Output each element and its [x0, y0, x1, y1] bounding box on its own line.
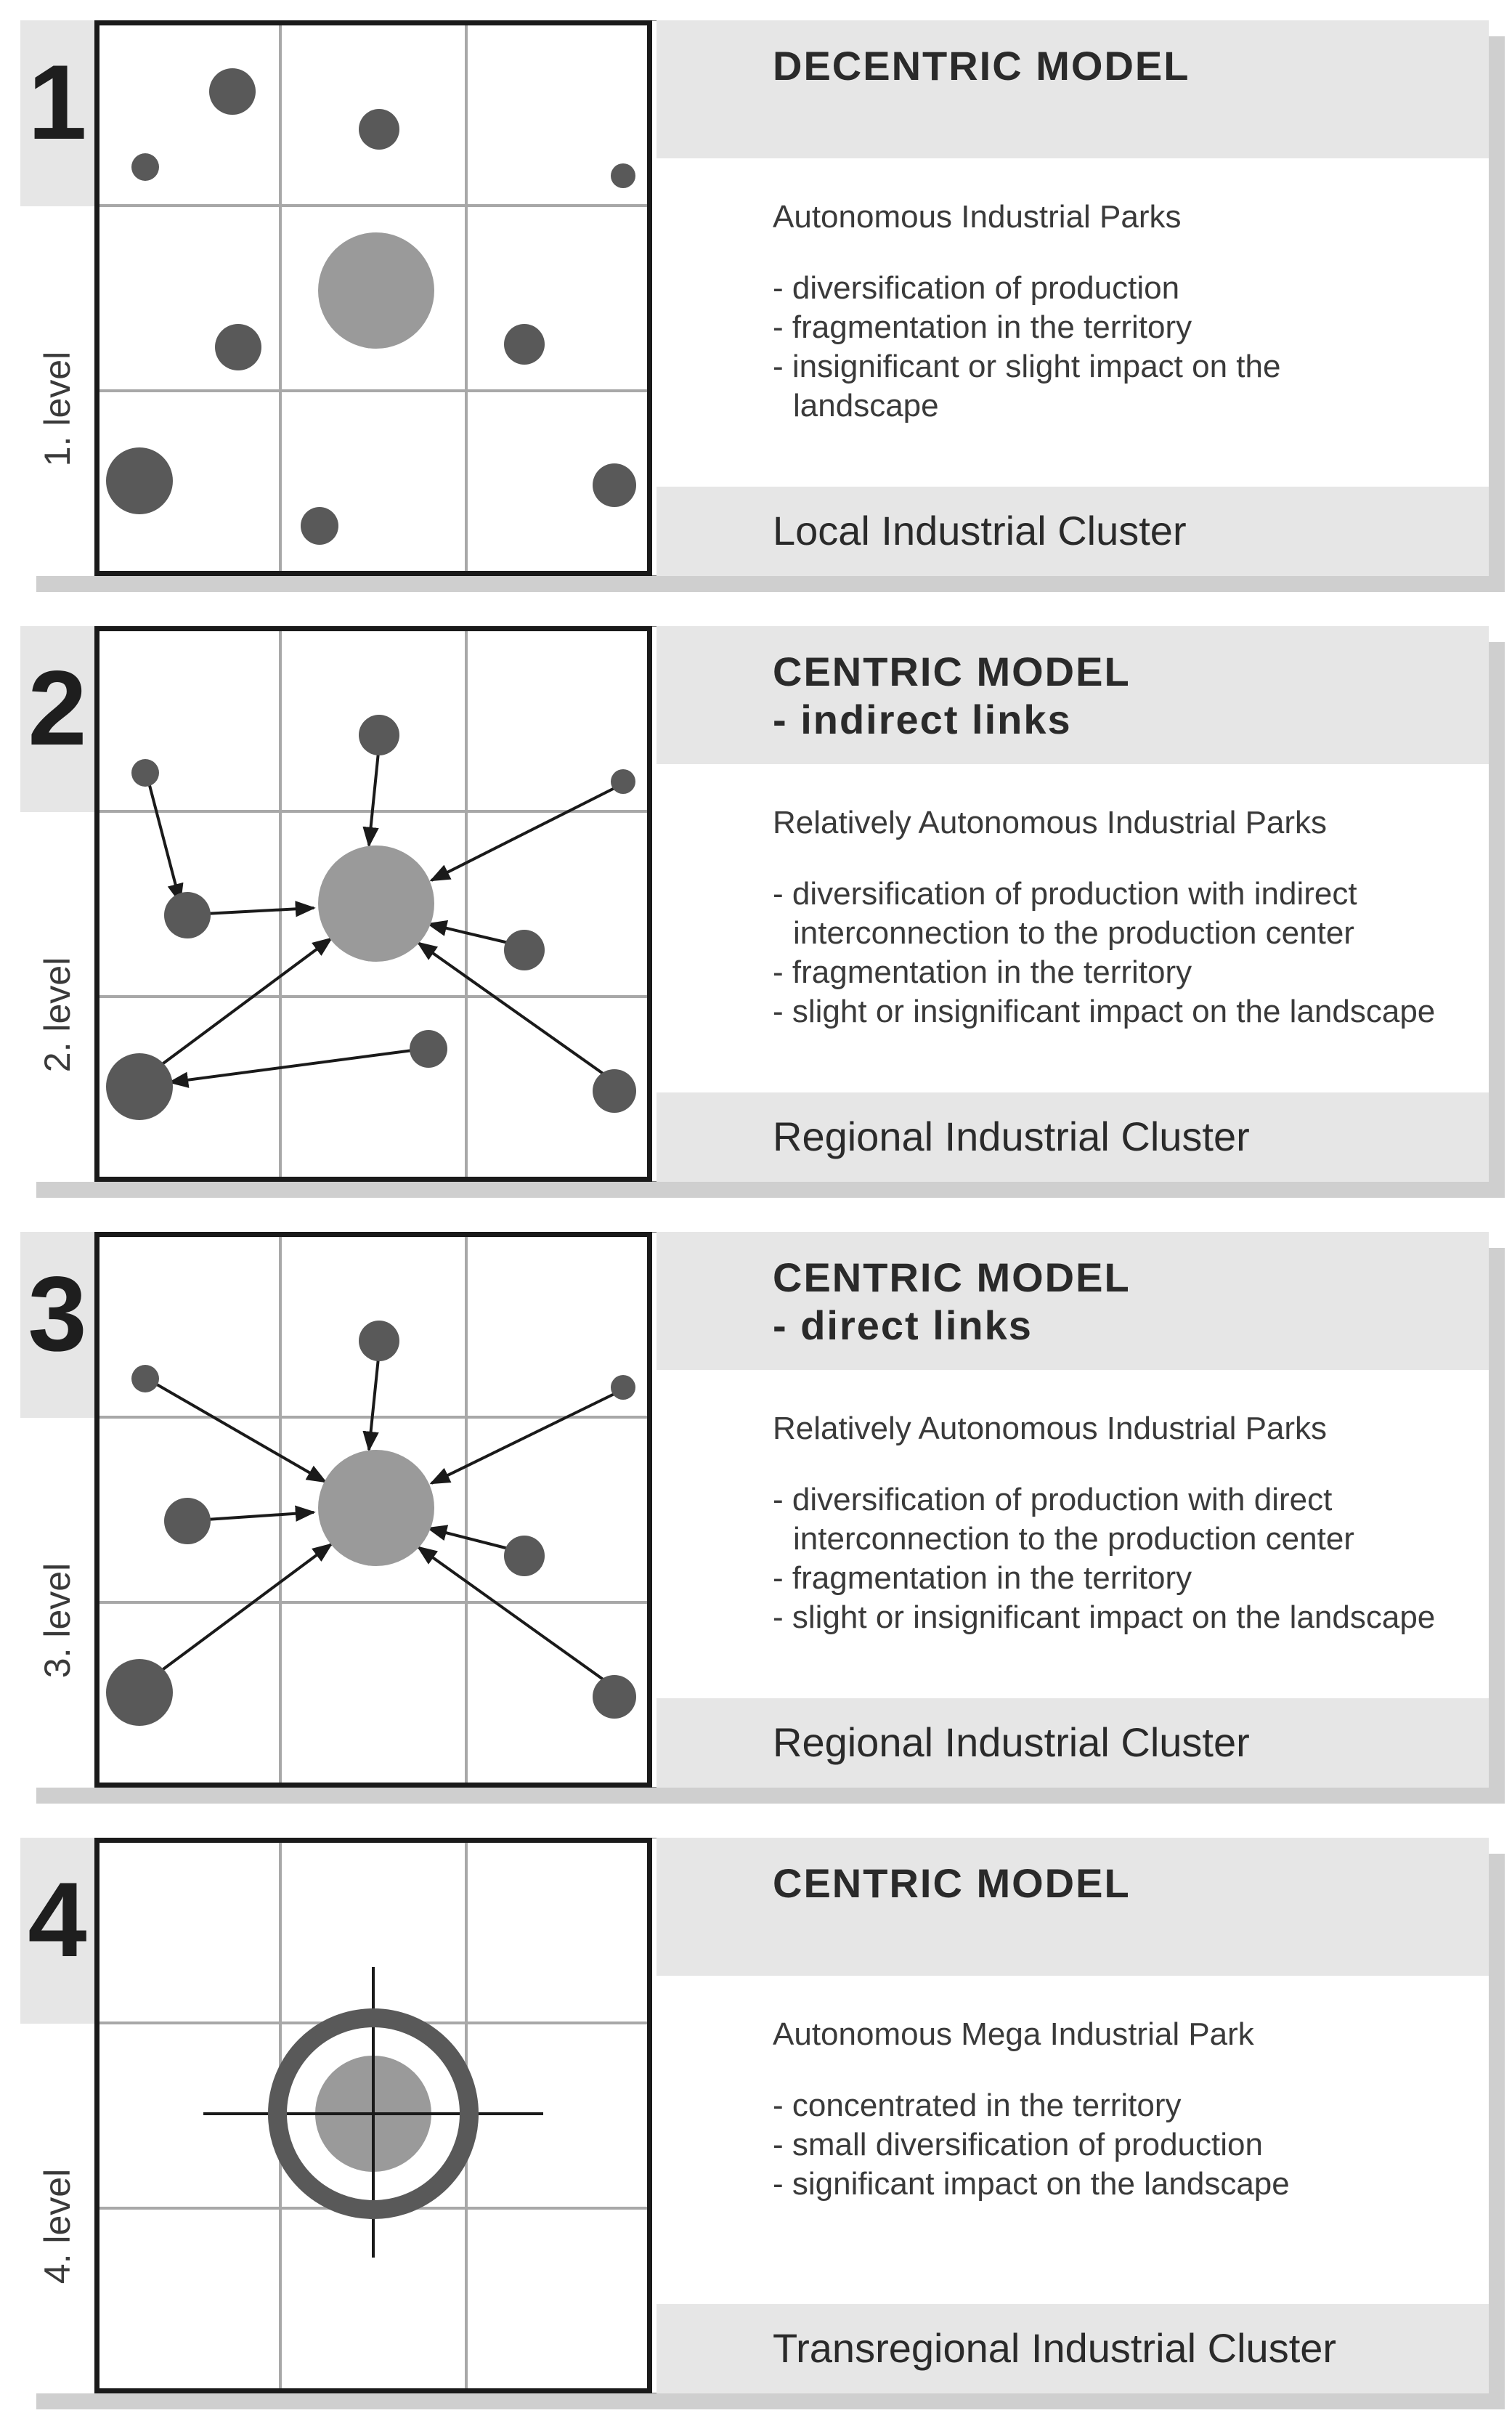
node	[359, 715, 399, 755]
link-arrow	[426, 920, 509, 944]
level-number: 1	[28, 43, 87, 161]
node	[359, 1321, 399, 1361]
link-arrow	[362, 745, 381, 848]
cluster-label: Local Industrial Cluster	[773, 508, 1187, 553]
model-diagram-mega-park	[94, 1838, 652, 2393]
panel-level-1: 1 1. level DECENTRIC	[20, 20, 1505, 592]
model-diagram-indirect-links	[94, 626, 652, 1182]
node	[164, 892, 211, 938]
level-label: 1. level	[37, 351, 78, 467]
model-title: CENTRIC MODEL	[773, 1860, 1131, 1906]
node	[164, 1498, 211, 1544]
characteristics-list: - diversification of production - fragme…	[773, 269, 1490, 426]
list-item: - significant impact on the landscape	[773, 2166, 1290, 2202]
node	[215, 324, 261, 370]
characteristics-list: - concentrated in the territory - small …	[773, 2086, 1490, 2204]
node	[209, 68, 256, 115]
link-arrow	[160, 937, 333, 1066]
node	[131, 153, 159, 181]
link-arrow	[155, 1383, 328, 1483]
node	[593, 1675, 636, 1719]
list-item: - insignificant or slight impact on the …	[773, 349, 1281, 423]
link-arrow	[204, 901, 316, 917]
center-node	[318, 232, 434, 349]
model-title: CENTRIC MODEL - indirect links	[773, 649, 1131, 742]
node	[301, 507, 338, 545]
node	[106, 1659, 173, 1726]
list-item: - fragmentation in the territory	[773, 954, 1192, 990]
panel-level-3: 3 3. level	[20, 1232, 1505, 1804]
list-item: - concentrated in the territory	[773, 2088, 1182, 2123]
link-arrow	[206, 1505, 316, 1522]
level-number: 2	[28, 649, 87, 767]
node	[504, 1536, 545, 1576]
list-item: - fragmentation in the territory	[773, 309, 1192, 345]
cluster-label: Regional Industrial Cluster	[773, 1114, 1250, 1159]
link-arrows	[145, 745, 622, 1088]
grid-lines	[94, 20, 652, 576]
level-number: 4	[28, 1860, 87, 1979]
node	[106, 1053, 173, 1120]
cluster-label: Transregional Industrial Cluster	[773, 2325, 1337, 2371]
model-diagram-decentric	[94, 20, 652, 576]
node	[359, 109, 399, 150]
link-arrow	[416, 941, 609, 1078]
node	[593, 463, 636, 507]
model-subtitle: Relatively Autonomous Industrial Parks	[773, 1411, 1328, 1446]
characteristics-list: - diversification of production with dir…	[773, 1480, 1490, 1637]
link-arrows	[155, 1350, 622, 1684]
node	[131, 759, 159, 787]
model-diagram-direct-links	[94, 1232, 652, 1788]
node	[106, 447, 173, 514]
panel-level-4: 4 4. level CENTRIC MODEL Autonomous	[20, 1838, 1505, 2409]
node	[611, 1375, 635, 1400]
link-arrow	[145, 774, 184, 904]
industrial-park-nodes	[106, 68, 636, 545]
link-arrow	[426, 1525, 509, 1550]
node	[611, 769, 635, 794]
link-arrow	[160, 1543, 333, 1672]
link-arrow	[429, 783, 622, 882]
model-title: DECENTRIC MODEL	[773, 43, 1190, 89]
model-subtitle: Autonomous Mega Industrial Park	[773, 2016, 1254, 2052]
node	[593, 1069, 636, 1113]
node	[410, 1030, 447, 1068]
list-item: - fragmentation in the territory	[773, 1560, 1192, 1596]
node	[504, 324, 545, 365]
center-node	[318, 1450, 434, 1566]
link-arrow	[416, 1546, 609, 1684]
list-item: - diversification of production with dir…	[773, 1482, 1354, 1557]
link-arrow	[362, 1350, 381, 1452]
model-subtitle: Relatively Autonomous Industrial Parks	[773, 805, 1328, 840]
node	[504, 930, 545, 970]
list-item: - slight or insignificant impact on the …	[773, 994, 1436, 1029]
level-number: 3	[28, 1254, 87, 1373]
list-item: - small diversification of production	[773, 2127, 1263, 2162]
node	[611, 163, 635, 188]
list-item: - diversification of production with ind…	[773, 876, 1357, 951]
industrial-park-nodes	[106, 715, 636, 1120]
cluster-label: Regional Industrial Cluster	[773, 1719, 1250, 1765]
panel-level-2: 2 2. level	[20, 626, 1505, 1198]
level-label: 3. level	[37, 1562, 78, 1679]
node	[131, 1365, 159, 1392]
center-node	[318, 845, 434, 962]
level-label: 4. level	[37, 2168, 78, 2284]
link-arrow	[168, 1049, 413, 1088]
level-label: 2. level	[37, 957, 78, 1073]
model-subtitle: Autonomous Industrial Parks	[773, 199, 1182, 235]
industrial-park-nodes	[106, 1321, 636, 1726]
link-arrow	[429, 1389, 622, 1485]
list-item: - diversification of production	[773, 270, 1180, 306]
characteristics-list: - diversification of production with ind…	[773, 875, 1490, 1031]
model-title: CENTRIC MODEL - direct links	[773, 1254, 1131, 1348]
list-item: - slight or insignificant impact on the …	[773, 1599, 1436, 1635]
mega-park-ring	[268, 2008, 479, 2219]
